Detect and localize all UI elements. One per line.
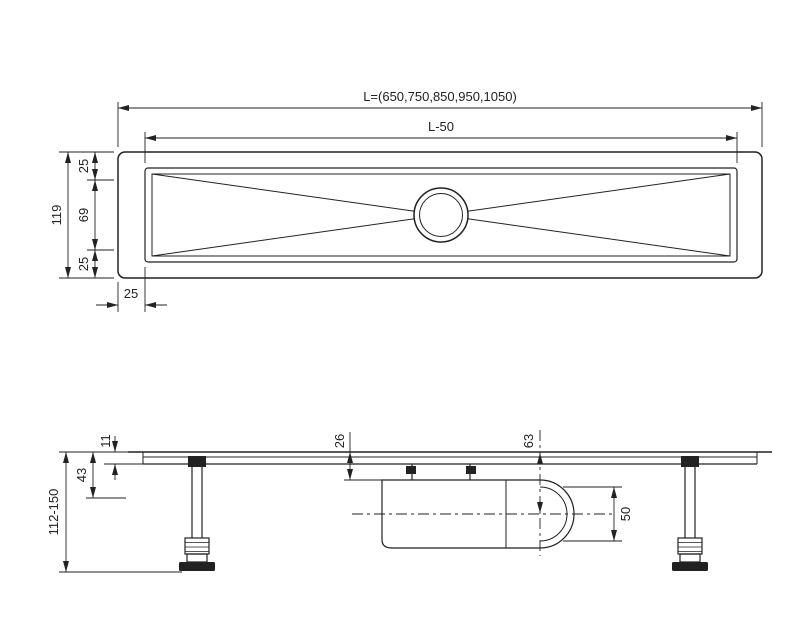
drain-outlet-circle-inner (419, 193, 463, 237)
dim-grate-length: L-50 (144, 119, 738, 163)
grate-frame (144, 167, 738, 263)
dim-flange-depth-label: 43 (74, 468, 89, 482)
dim-grate-length-label: L-50 (428, 119, 454, 134)
drain-outlet-circle-outer (413, 187, 469, 243)
siphon-trap (381, 464, 575, 549)
dim-install-height: 112-150 (46, 451, 182, 573)
dim-margin-top-label: 25 (76, 159, 91, 173)
dim-flange-depth: 43 (74, 452, 126, 499)
dim-outlet-center-depth: 63 (521, 434, 543, 513)
dim-inlet-depth-label: 26 (332, 434, 347, 448)
dim-left-margin-label: 25 (124, 286, 138, 301)
adjustable-foot-right (672, 456, 708, 571)
side-view: 112-150 43 11 26 63 (46, 430, 772, 573)
dim-outlet-diameter: 50 (563, 486, 633, 542)
dim-edge-height-label: 11 (98, 434, 113, 448)
dim-inlet-depth: 26 (332, 432, 382, 481)
dim-height-segments: 25 69 25 (76, 152, 114, 278)
leg-pad-left (186, 553, 208, 563)
grate-opening (151, 173, 731, 257)
dim-overall-height: 119 (49, 151, 114, 279)
dim-overall-length-label: L=(650,750,850,950,1050) (363, 89, 517, 104)
dim-outlet-diameter-label: 50 (618, 507, 633, 521)
dim-edge-height: 11 (98, 434, 143, 480)
dim-grate-height-label: 69 (76, 208, 91, 222)
dim-overall-length: L=(650,750,850,950,1050) (117, 89, 763, 147)
trap-seal-right (466, 466, 476, 474)
trap-seal-left (406, 466, 416, 474)
dim-margin-bottom-label: 25 (76, 257, 91, 271)
drain-body-outline (117, 151, 763, 279)
top-view: L=(650,750,850,950,1050) L-50 119 25 69 … (49, 89, 763, 312)
leg-pad-right (679, 553, 701, 563)
leg-clip-right (681, 456, 699, 467)
leg-base-right (672, 562, 708, 571)
dim-left-margin: 25 (96, 267, 167, 312)
dim-outlet-center-depth-label: 63 (521, 434, 536, 448)
leg-clip-left (188, 456, 206, 467)
leg-base-left (179, 562, 215, 571)
dim-overall-height-label: 119 (49, 205, 64, 226)
adjustable-foot-left (179, 456, 215, 571)
dim-install-height-label: 112-150 (46, 489, 61, 536)
